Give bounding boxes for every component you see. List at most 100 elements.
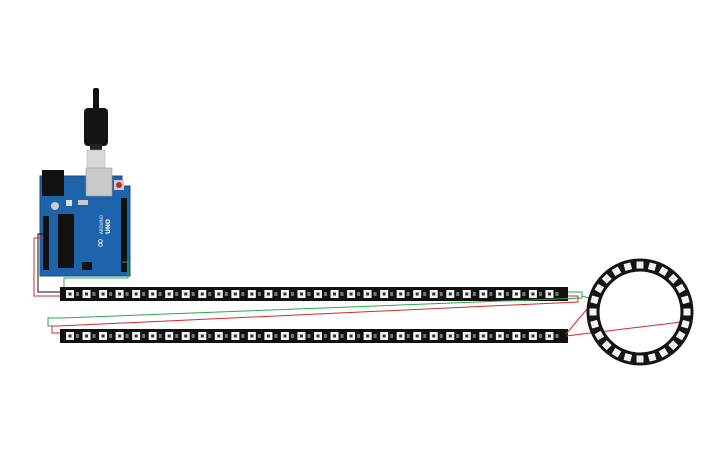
strip-1-capacitor: [92, 292, 96, 296]
strip-1-capacitor: [125, 292, 129, 296]
usb-plug-icon: [84, 108, 108, 146]
strip-2-capacitor: [224, 334, 228, 338]
strip-2-capacitor: [76, 334, 79, 338]
ring-led: [611, 347, 622, 358]
neopixel-ring[interactable]: [586, 258, 694, 366]
wire-red-chain: [51, 295, 579, 334]
ring-led: [590, 295, 599, 305]
usb-plug-neck: [90, 144, 102, 150]
led-strip-1[interactable]: [60, 287, 568, 301]
strip-2-led-die: [299, 334, 303, 338]
strip-2-led-die: [465, 334, 469, 338]
ring-led: [668, 273, 679, 284]
usb-cable: [84, 88, 108, 177]
strip-1-led-die: [283, 292, 287, 296]
strip-2-led-die: [151, 334, 155, 338]
strip-1-led-die: [432, 292, 436, 296]
wire-red-vcc: [33, 237, 62, 297]
strip-2-led-die: [134, 334, 138, 338]
strip-1-capacitor: [224, 292, 228, 296]
strip-2-capacitor: [489, 334, 493, 338]
strip-1-capacitor: [357, 292, 361, 296]
wires-arduino-to-strip1: [33, 233, 129, 297]
ring-led: [675, 330, 686, 341]
strip-1-capacitor: [538, 292, 542, 296]
strip-1-led-die: [85, 292, 89, 296]
strip-1-capacitor: [373, 292, 377, 296]
ring-led: [594, 283, 605, 294]
strip-2-capacitor: [357, 334, 361, 338]
strip-2-capacitor: [241, 334, 245, 338]
strip-2-led-die: [233, 334, 237, 338]
strip-1-led-die: [531, 292, 535, 296]
ring-led: [668, 340, 679, 351]
strip-2-capacitor: [290, 334, 294, 338]
strip-2-capacitor: [522, 334, 526, 338]
digital-header: [121, 198, 127, 272]
strip-1-led-die: [217, 292, 221, 296]
strip-2-led-die: [316, 334, 320, 338]
strip-1-led-die: [547, 292, 551, 296]
strip-2-capacitor: [307, 334, 311, 338]
strip-1-capacitor: [505, 292, 509, 296]
strip-2-led-die: [200, 334, 204, 338]
strip-1-led-die: [399, 292, 403, 296]
strip-1-capacitor: [324, 292, 327, 296]
strip-2-capacitor: [406, 334, 410, 338]
board-logo-model: UNO: [105, 219, 112, 234]
strip-1-led-die: [349, 292, 353, 296]
strip-2-led-die: [68, 334, 72, 338]
strip-2-led-die: [217, 334, 221, 338]
strip-2-led-die: [349, 334, 353, 338]
strip-1-led-die: [167, 292, 171, 296]
strip-1-led-die: [200, 292, 204, 296]
strip-1-capacitor: [191, 292, 195, 296]
strip-1-led-die: [448, 292, 452, 296]
strip-2-led-die: [498, 334, 502, 338]
led-strip-2[interactable]: [60, 329, 568, 343]
strip-1-led-die: [333, 292, 337, 296]
strip-1-capacitor: [290, 292, 294, 296]
ring-led: [594, 330, 605, 341]
ring-led: [601, 340, 612, 351]
strip-1-capacitor: [406, 292, 410, 296]
strip-2-capacitor: [158, 334, 162, 338]
strip-2-led-die: [399, 334, 403, 338]
strip-1-capacitor: [274, 292, 278, 296]
ring-led: [623, 262, 633, 271]
strip-2-led-die: [382, 334, 386, 338]
strip-2-led-die: [101, 334, 105, 338]
strip-1-capacitor: [456, 292, 460, 296]
wires-strip1-to-strip2: [47, 291, 583, 334]
strip-1-capacitor: [555, 292, 559, 296]
strip-1-capacitor: [472, 292, 476, 296]
strip-1-capacitor: [241, 292, 245, 296]
strip-1-led-die: [250, 292, 254, 296]
capacitor: [66, 200, 72, 206]
strip-1-capacitor: [423, 292, 427, 296]
strip-1-capacitor: [439, 292, 443, 296]
ring-led: [623, 353, 633, 362]
strip-2-led-die: [415, 334, 419, 338]
ring-led: [681, 295, 690, 305]
reset-button-cap: [116, 182, 122, 188]
strip-2-capacitor: [125, 334, 129, 338]
arduino-uno-board[interactable]: ∞ ARDUINO UNO: [39, 167, 131, 277]
strip-1-led-die: [316, 292, 320, 296]
strip-2-capacitor: [142, 334, 146, 338]
strip-1-capacitor: [109, 292, 113, 296]
strip-2-led-die: [85, 334, 89, 338]
usb-cable-cord: [93, 88, 99, 110]
strip-1-capacitor: [390, 292, 394, 296]
ring-led: [658, 347, 669, 358]
strip-2-led-die: [514, 334, 518, 338]
ring-led: [683, 308, 691, 316]
power-header: [43, 216, 49, 270]
strip-1-led-die: [151, 292, 155, 296]
board-logo: ∞ ARDUINO UNO: [93, 215, 112, 248]
strip-1-led-die: [299, 292, 303, 296]
strip-1-capacitor: [158, 292, 162, 296]
strip-1-capacitor: [307, 292, 311, 296]
strip-1-capacitor: [175, 292, 179, 296]
wire-green-data: [63, 261, 129, 291]
